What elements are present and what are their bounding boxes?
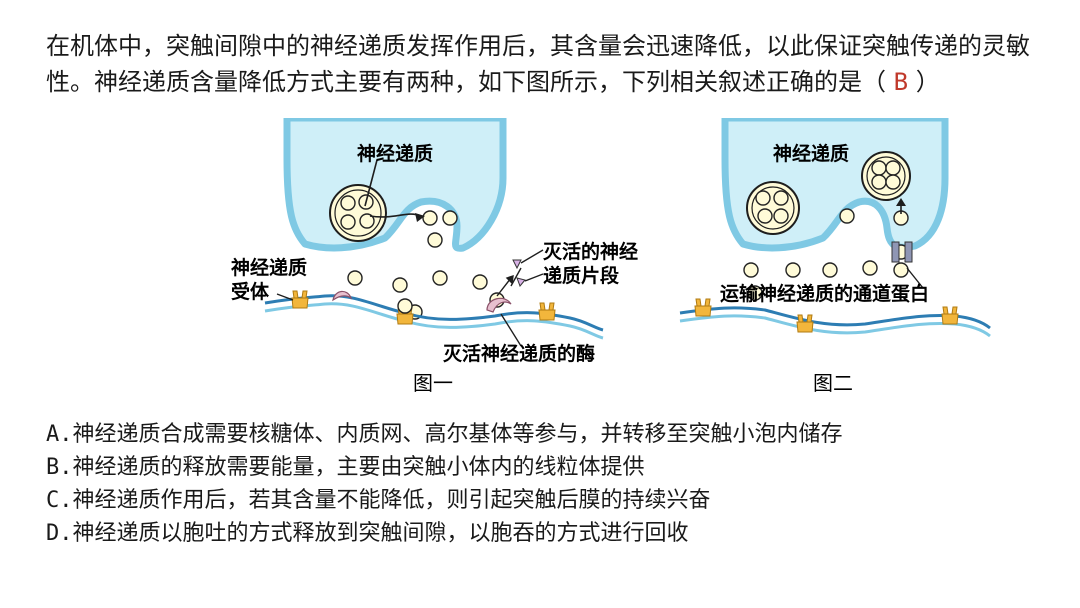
fig1-receptor-label-2: 受体 — [231, 280, 270, 303]
synaptic-vesicle-2 — [746, 181, 800, 235]
fig1-receptor-label-1: 神经递质 — [231, 256, 307, 279]
fig1-caption: 图一 — [413, 371, 453, 395]
channel-protein — [891, 241, 913, 263]
answer-open: （ — [862, 68, 886, 96]
fig1-neurotransmitter-label: 神经递质 — [357, 142, 433, 165]
fig1-inactive-fragment-label-1: 灭活的神经 — [542, 240, 638, 263]
fig1-inactive-fragment-label-2: 递质片段 — [543, 264, 620, 287]
receptor-1 — [291, 290, 309, 309]
enzyme-shape — [486, 297, 512, 313]
synapse-figure: 神经递质 灭活的神经 递质片段 神经递质 受体 灭活神经递质的酶 图一 — [225, 114, 1015, 407]
answer-options: A.神经递质合成需要核糖体、内质网、高尔基体等参与，并转移至突触小泡内储存 B.… — [46, 418, 1066, 550]
receptor-6 — [941, 306, 959, 325]
presynaptic-terminal-1 — [283, 114, 507, 252]
option-d[interactable]: D.神经递质以胞吐的方式释放到突触间隙，以胞吞的方式进行回收 — [46, 521, 689, 546]
option-c[interactable]: C.神经递质作用后，若其含量不能降低，则引起突触后膜的持续兴奋 — [46, 488, 711, 513]
stem-text: 在机体中，突触间隙中的神经递质发挥作用后，其含量会迅速降低，以此保证突触传递的灵… — [46, 32, 1030, 96]
recycling-vesicle — [861, 151, 911, 201]
figure-two: 神经递质 运输神经递质的通道蛋白 图二 — [679, 114, 991, 395]
receptor-5 — [796, 314, 814, 333]
figure-one: 神经递质 灭活的神经 递质片段 神经递质 受体 灭活神经递质的酶 图一 — [231, 114, 638, 395]
answer-close: ） — [915, 68, 940, 96]
postsynaptic-membrane-1 — [264, 294, 604, 332]
question-stem: 在机体中，突触间隙中的神经递质发挥作用后，其含量会迅速降低，以此保证突触传递的灵… — [46, 28, 1046, 100]
synaptic-vesicle-1 — [329, 184, 387, 242]
option-a[interactable]: A.神经递质合成需要核糖体、内质网、高尔基体等参与，并转移至突触小泡内储存 — [46, 422, 843, 447]
synapse-diagram: 神经递质 灭活的神经 递质片段 神经递质 受体 灭活神经递质的酶 图一 — [231, 114, 991, 395]
postsynaptic-membrane-2 — [679, 306, 991, 330]
option-b[interactable]: B.神经递质的释放需要能量，主要由突触小体内的线粒体提供 — [46, 455, 645, 480]
fig2-channel-label: 运输神经递质的通道蛋白 — [720, 282, 929, 305]
receptor-4 — [694, 298, 712, 317]
fig2-caption: 图二 — [813, 371, 853, 395]
answer-letter: B — [893, 68, 909, 96]
fig1-enzyme-label: 灭活神经递质的酶 — [442, 342, 595, 365]
fig2-neurotransmitter-label: 神经递质 — [773, 142, 849, 165]
receptor-3 — [538, 302, 556, 321]
